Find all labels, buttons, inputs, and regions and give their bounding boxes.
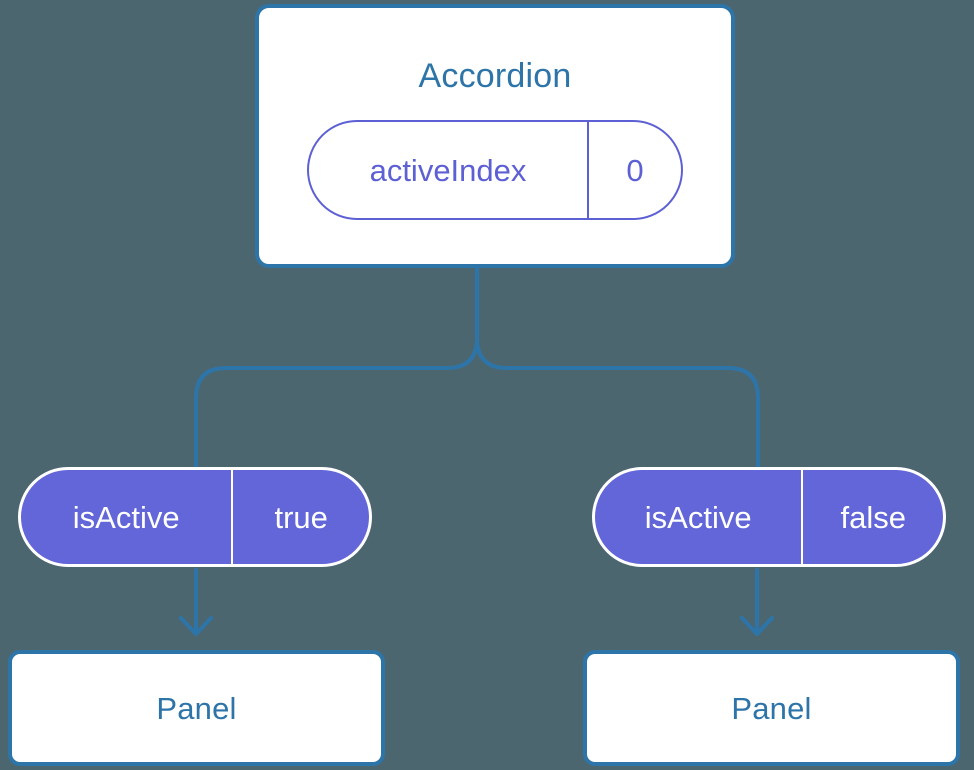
state-pill-active-index[interactable]: activeIndex 0	[307, 120, 683, 220]
state-pill-value: 0	[587, 122, 681, 218]
component-title-panel-left: Panel	[156, 690, 237, 726]
tree-connector-root-to-props	[194, 266, 479, 469]
component-title-accordion: Accordion	[418, 57, 572, 95]
prop-pill-value: true	[231, 470, 369, 564]
arrow-left-pill-to-panel	[179, 568, 213, 636]
state-pill-key: activeIndex	[369, 152, 527, 188]
prop-pill-value: false	[801, 470, 943, 564]
component-title-panel-right: Panel	[731, 690, 812, 726]
prop-pill-is-active-true[interactable]: isActive true	[18, 467, 372, 567]
prop-pill-key: isActive	[644, 499, 752, 535]
component-card-panel-right[interactable]: Panel	[583, 650, 960, 766]
component-card-panel-left[interactable]: Panel	[8, 650, 385, 766]
tree-connector-root-to-props-right	[475, 336, 760, 469]
arrow-right-pill-to-panel	[740, 568, 774, 636]
prop-pill-key: isActive	[72, 499, 180, 535]
prop-pill-is-active-false[interactable]: isActive false	[592, 467, 946, 567]
